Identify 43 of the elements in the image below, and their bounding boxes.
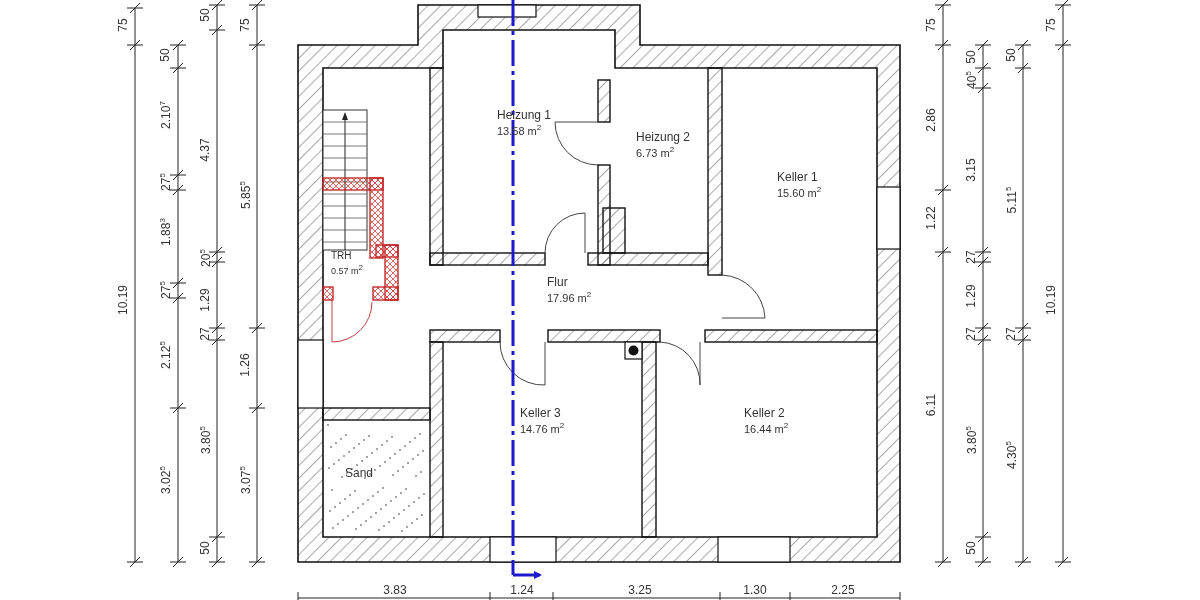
dimension-label: 1.29 (965, 284, 977, 308)
room-area: 0.57 m$^{2}$ (331, 262, 363, 277)
dimension-label: 1.26 (239, 353, 251, 377)
dimension-label: 6.11 (925, 393, 937, 417)
dimension-label: 75 (117, 18, 129, 32)
dimension-label: 50 (965, 541, 977, 555)
dimension-label: 50 (965, 50, 977, 64)
dimension-label: 2.86 (925, 108, 937, 132)
dimension-label: 50 (199, 541, 211, 555)
room-area: 14.76 m$^{2}$ (520, 421, 565, 437)
dimension-label: 1.24 (510, 584, 534, 596)
dimension-label: 27 (199, 327, 211, 341)
room-name: Heizung 2 (636, 130, 691, 145)
dimension-label: 75 (1045, 18, 1057, 32)
room-name: Keller 1 (777, 170, 819, 185)
dimension-label: 50 (159, 48, 171, 62)
dimension-label: 75 (239, 18, 251, 32)
dimension-label: 27 (1005, 327, 1017, 341)
dimension-label: 10.19 (117, 285, 129, 315)
room-area: 15.60 m$^{2}$ (777, 185, 822, 201)
room-name: TRH (331, 250, 353, 263)
room-name: Flur (547, 275, 569, 290)
dimension-label: 10.19 (1045, 285, 1057, 315)
dimension-label: 1.30 (743, 584, 767, 596)
dimension-label: 1.29 (199, 288, 211, 312)
dimension-label: 75 (925, 18, 937, 32)
room-name: Keller 3 (520, 406, 562, 421)
dimension-label: 50 (1005, 48, 1017, 62)
dimension-label: 3.83 (383, 584, 407, 596)
room-name: Sand (345, 466, 374, 481)
dimension-label: 3.25 (628, 584, 652, 596)
room-area: 16.44 m$^{2}$ (744, 421, 789, 437)
dimension-label: 4.37 (199, 138, 211, 162)
dimension-label: 27 (965, 327, 977, 341)
dimension-label: 3.15 (965, 158, 977, 182)
dimension-label: 27 (965, 250, 977, 264)
room-name: Heizung 1 (497, 108, 552, 123)
room-area: 17.96 m$^{2}$ (547, 290, 592, 306)
dimension-label: 2.25 (831, 584, 855, 596)
dimension-label: 1.22 (925, 206, 937, 230)
room-name: Keller 2 (744, 406, 786, 421)
room-area: 6.73 m$^{2}$ (636, 145, 691, 161)
dimension-label: 50 (199, 8, 211, 22)
